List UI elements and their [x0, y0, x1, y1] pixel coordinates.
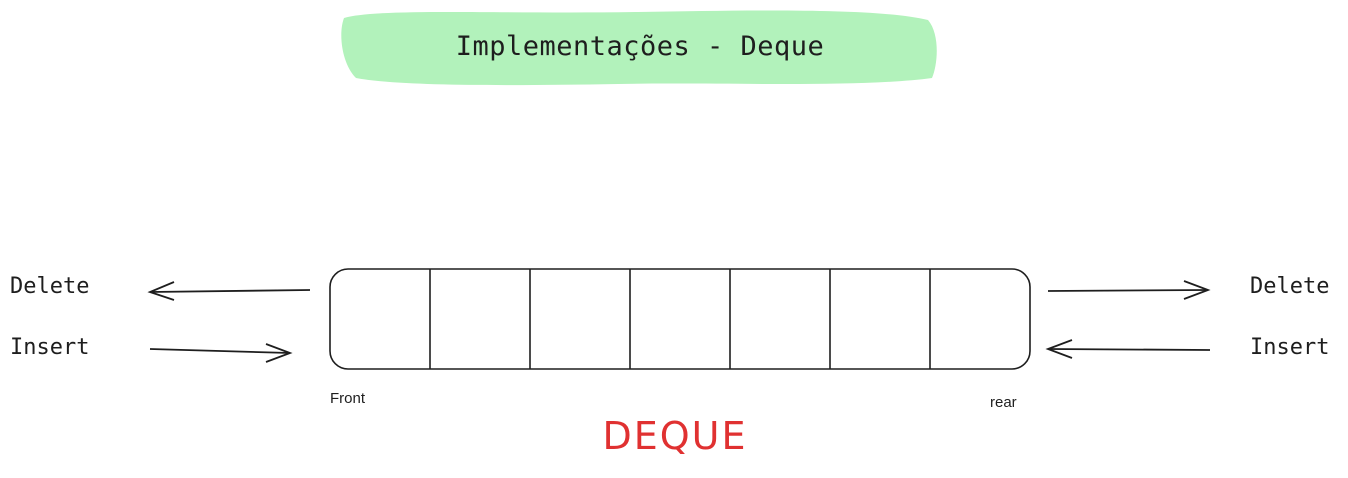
left-insert-label: Insert [10, 335, 90, 360]
deque-title: DEQUE [602, 414, 748, 458]
page-title: Implementações - Deque [455, 30, 825, 62]
right-insert-label: Insert [1250, 335, 1330, 360]
left-delete-arrow [147, 281, 311, 301]
rear-label: rear [990, 394, 1017, 411]
right-insert-arrow [1045, 339, 1211, 359]
left-delete-label: Delete [10, 274, 90, 299]
cell-dividers [429, 269, 931, 369]
front-label: Front [330, 390, 366, 407]
right-delete-arrow [1047, 280, 1211, 300]
title-banner: Implementações - Deque [338, 4, 942, 88]
left-insert-arrow [149, 343, 293, 363]
right-delete-label: Delete [1250, 274, 1330, 299]
banner-shape [341, 10, 937, 86]
deque-container [329, 268, 1031, 370]
